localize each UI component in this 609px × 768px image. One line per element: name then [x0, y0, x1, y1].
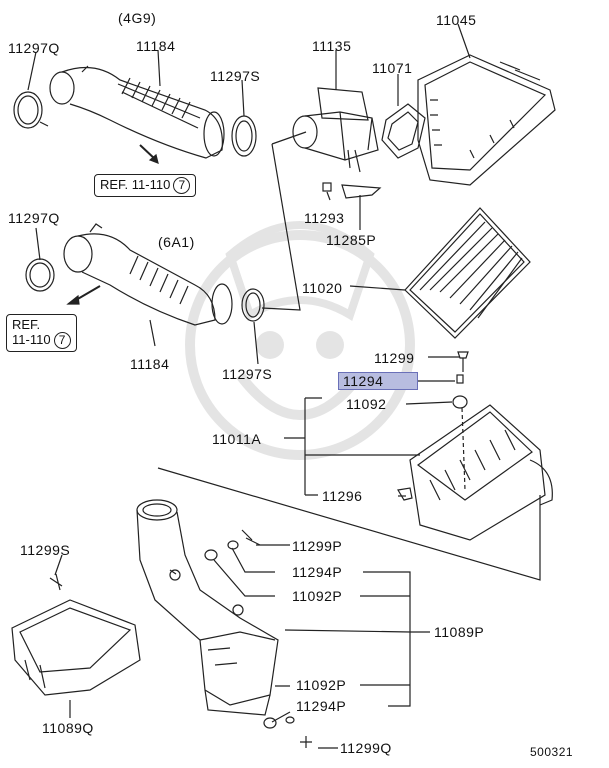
hose-11184-top [13, 65, 257, 159]
filter-element-11020 [404, 207, 531, 339]
part-label[interactable]: 11089P [434, 624, 485, 640]
part-label[interactable]: 11299Q [340, 740, 392, 756]
part-label[interactable]: 11285P [326, 232, 377, 248]
part-label[interactable]: 11299 [374, 350, 415, 366]
part-label[interactable]: 11184 [130, 356, 170, 372]
cleaner-cover-11045 [417, 54, 556, 186]
part-label[interactable]: 11071 [372, 60, 413, 76]
part-label[interactable]: 11294P [292, 564, 343, 580]
ref-text: REF. 11-110 [100, 177, 171, 192]
part-label[interactable]: 11297S [222, 366, 273, 382]
clip-11294 [456, 374, 464, 384]
part-label[interactable]: 11294P [296, 698, 347, 714]
bolt-11299 [457, 351, 469, 372]
cleaner-case-11011A [409, 404, 553, 541]
part-label[interactable]: 11089Q [42, 720, 94, 736]
part-label[interactable]: 11184 [136, 38, 176, 54]
part-label[interactable]: 11135 [312, 38, 352, 54]
part-label[interactable]: 11092P [292, 588, 343, 604]
arrow-ref2 [75, 285, 101, 301]
ref-number-circle: 7 [53, 332, 71, 349]
hose-11184-mid [25, 223, 265, 326]
ref-text: 11-110 [12, 332, 51, 347]
part-label[interactable]: 11020 [302, 280, 343, 296]
clip-11296 [397, 487, 413, 501]
intake-duct-11089Q [11, 599, 141, 696]
part-label[interactable]: 11045 [436, 12, 477, 28]
part-label[interactable]: 11297Q [8, 210, 60, 226]
part-label[interactable]: 11092P [296, 677, 347, 693]
part-label[interactable]: 11297Q [8, 40, 60, 56]
variant-label-6a1: (6A1) [158, 234, 195, 250]
part-label[interactable]: 11293 [304, 210, 345, 226]
variant-label-4g9: (4G9) [118, 10, 157, 26]
part-label-highlighted[interactable]: 11294 [338, 372, 419, 390]
watermark-emblem [185, 221, 415, 460]
ref-number-circle: 7 [173, 177, 191, 194]
intake-duct-11089P [136, 499, 279, 716]
bolt-11299P [241, 529, 261, 546]
part-label[interactable]: 11296 [322, 488, 363, 504]
ref-text: REF. [12, 317, 41, 332]
part-label[interactable]: 11011A [212, 431, 262, 447]
part-label[interactable]: 11299P [292, 538, 343, 554]
airflow-sensor-11135 [292, 87, 379, 173]
gasket-11071 [381, 103, 426, 159]
part-label[interactable]: 11092 [346, 396, 387, 412]
part-label[interactable]: 11297S [210, 68, 261, 84]
diagram-id: 500321 [530, 745, 574, 759]
bolt-11299S [49, 573, 63, 591]
grommet-11092 [452, 395, 468, 409]
part-label[interactable]: 11299S [20, 542, 71, 558]
